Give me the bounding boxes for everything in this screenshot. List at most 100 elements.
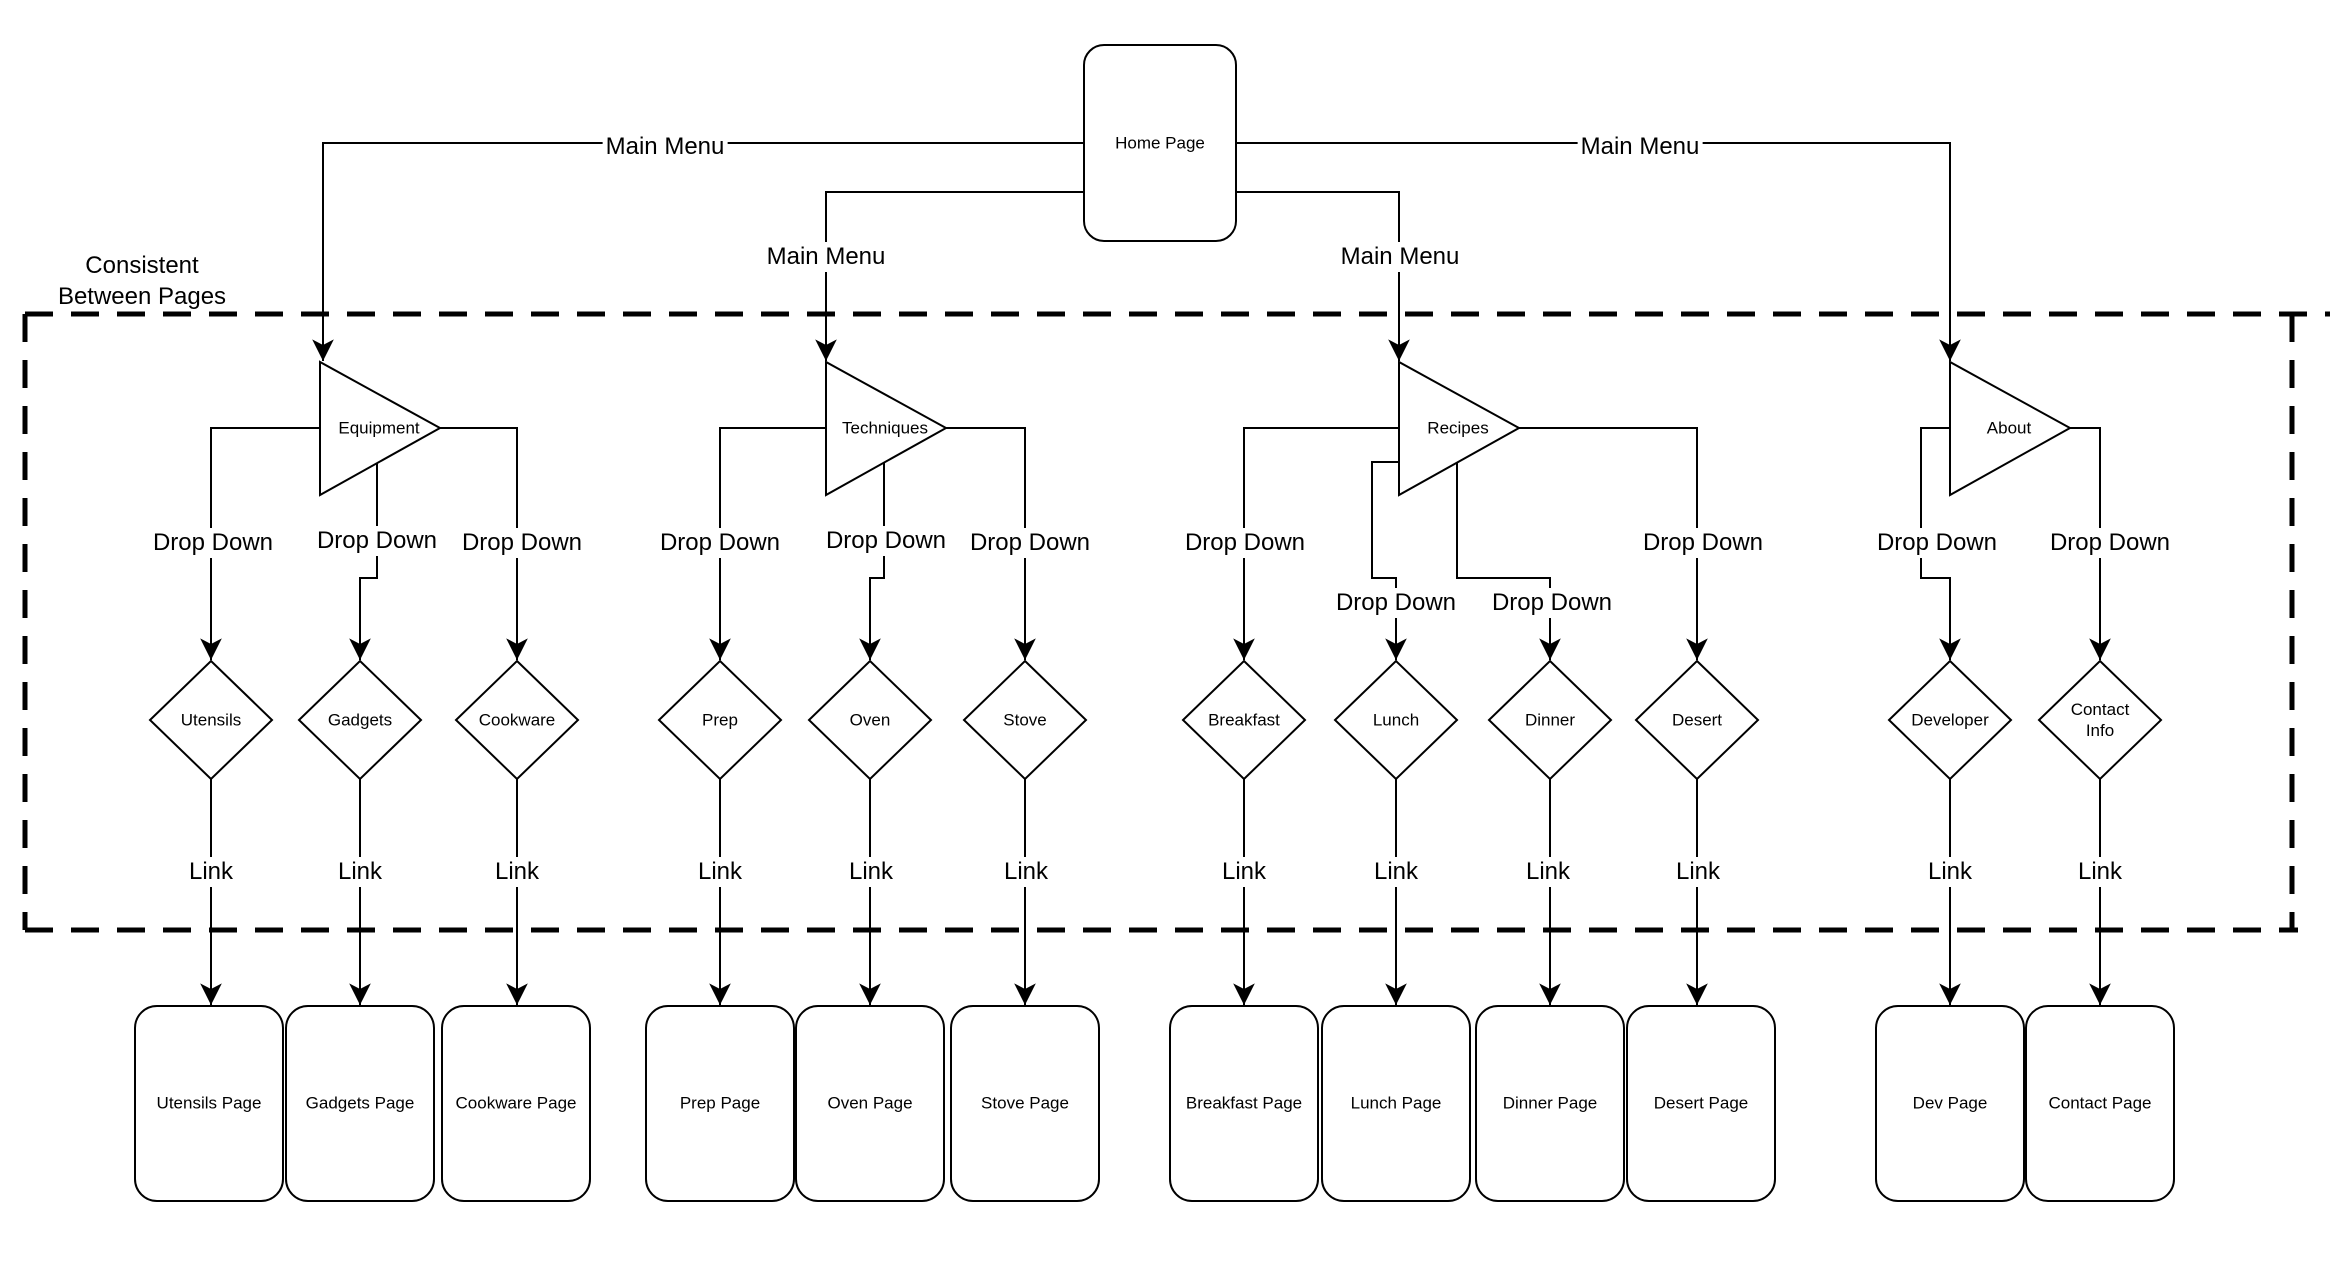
page-box-prep: [645, 1005, 795, 1202]
edge-label-dropdown-dinner: Drop Down: [1488, 588, 1616, 618]
page-box-breakfast: [1169, 1005, 1319, 1202]
edge-label-dropdown-gadgets: Drop Down: [313, 526, 441, 556]
page-label-cookware: Cookware Page: [455, 1093, 577, 1113]
edge-label-dropdown-developer: Drop Down: [1873, 528, 2001, 558]
edge-label-link-stove: Link: [1000, 857, 1052, 887]
menu-triangle-equipment: [319, 360, 443, 497]
menu-label-techniques: Techniques: [841, 418, 929, 438]
edge-dropdown-lunch: [1371, 461, 1407, 660]
edge-label-main-menu-techniques: Main Menu: [763, 242, 889, 272]
edge-dropdown-stove: [946, 427, 1036, 660]
page-label-dev: Dev Page: [1912, 1093, 1988, 1113]
edge-label-dropdown-utensils: Drop Down: [149, 528, 277, 558]
page-label-breakfast: Breakfast Page: [1185, 1093, 1303, 1113]
edge-label-dropdown-stove: Drop Down: [966, 528, 1094, 558]
edge-label-link-utensils: Link: [185, 857, 237, 887]
edge-label-main-menu-recipes: Main Menu: [1337, 242, 1463, 272]
page-label-utensils: Utensils Page: [156, 1093, 262, 1113]
dropdown-diamond-breakfast: [1181, 659, 1307, 781]
page-label-dinner: Dinner Page: [1502, 1093, 1598, 1113]
edge-label-link-cookware: Link: [491, 857, 543, 887]
menu-label-recipes: Recipes: [1427, 418, 1489, 438]
dropdown-diamond-lunch: [1333, 659, 1459, 781]
home-page-label: Home Page: [1115, 133, 1205, 153]
menu-triangle-techniques: [825, 360, 949, 497]
dropdown-diamond-oven: [807, 659, 933, 781]
page-label-stove: Stove Page: [981, 1093, 1069, 1113]
edge-dropdown-desert: [1519, 427, 1708, 660]
edge-dropdown-utensils: [200, 427, 320, 660]
page-label-oven: Oven Page: [827, 1093, 913, 1113]
dropdown-diamond-gadgets: [297, 659, 423, 781]
dropdown-diamond-dinner: [1487, 659, 1613, 781]
edge-label-link-contact: Link: [2074, 857, 2126, 887]
edge-label-main-menu-equipment: Main Menu: [602, 132, 728, 162]
page-box-gadgets: [285, 1005, 435, 1202]
page-box-cookware: [441, 1005, 591, 1202]
edge-dropdown-prep: [709, 427, 826, 660]
edges: [200, 142, 2111, 1005]
edge-dropdown-oven: [859, 462, 885, 660]
edge-dropdown-developer: [1920, 427, 1961, 660]
diamond-label-lunch: Lunch: [1372, 710, 1420, 730]
dropdown-diamond-cookware: [454, 659, 580, 781]
consistent-region-border: [22, 311, 2330, 933]
edge-label-link-breakfast: Link: [1218, 857, 1270, 887]
edge-label-dropdown-desert: Drop Down: [1639, 528, 1767, 558]
diamond-label-oven: Oven: [849, 710, 891, 730]
diamond-label-stove: Stove: [1003, 710, 1047, 730]
page-box-lunch: [1321, 1005, 1471, 1202]
edge-dropdown-breakfast: [1233, 427, 1399, 660]
edge-dropdown-gadgets: [349, 462, 378, 660]
edge-mainmenu-recipes: [1236, 191, 1410, 361]
diamond-label-breakfast: Breakfast: [1208, 710, 1280, 730]
diamond-label-utensils: Utensils: [180, 710, 242, 730]
edge-label-link-oven: Link: [845, 857, 897, 887]
edge-label-dropdown-contact: Drop Down: [2046, 528, 2174, 558]
edge-label-main-menu-about: Main Menu: [1577, 132, 1703, 162]
edge-mainmenu-about: [1236, 142, 1961, 361]
edge-dropdown-contact: [2070, 427, 2111, 660]
menu-label-equipment: Equipment: [338, 418, 420, 438]
note-line-1: Consistent: [85, 251, 199, 279]
diamond-label-gadgets: Gadgets: [327, 710, 393, 730]
page-box-contact: [2025, 1005, 2175, 1202]
diamond-label-prep: Prep: [702, 710, 738, 730]
edge-label-link-lunch: Link: [1370, 857, 1422, 887]
edge-mainmenu-equipment: [312, 142, 1084, 361]
edge-label-dropdown-breakfast: Drop Down: [1181, 528, 1309, 558]
consistent-region-note: Consistent Between Pages: [58, 250, 226, 312]
page-label-desert: Desert Page: [1653, 1093, 1749, 1113]
edge-label-dropdown-cookware: Drop Down: [458, 528, 586, 558]
page-box-dev: [1875, 1005, 2025, 1202]
edge-label-link-desert: Link: [1672, 857, 1724, 887]
page-box-dinner: [1475, 1005, 1625, 1202]
diamond-label-desert: Desert: [1671, 710, 1723, 730]
home-page-node: [1083, 44, 1237, 242]
dropdown-diamond-utensils: [148, 659, 274, 781]
edge-label-link-gadgets: Link: [334, 857, 386, 887]
edge-label-dropdown-lunch: Drop Down: [1332, 588, 1460, 618]
edge-label-link-dinner: Link: [1522, 857, 1574, 887]
edge-label-link-developer: Link: [1924, 857, 1976, 887]
note-line-2: Between Pages: [57, 283, 227, 310]
page-label-prep: Prep Page: [679, 1093, 761, 1113]
page-label-contact: Contact Page: [2048, 1093, 2152, 1113]
menu-triangle-about: [1949, 360, 2073, 497]
diamond-label-dinner: Dinner: [1524, 710, 1576, 730]
edge-label-dropdown-oven: Drop Down: [822, 526, 950, 556]
edge-dropdown-cookware: [440, 427, 528, 660]
menu-triangle-recipes: [1398, 360, 1522, 497]
dropdown-diamond-desert: [1634, 659, 1760, 781]
page-box-oven: [795, 1005, 945, 1202]
page-label-lunch: Lunch Page: [1350, 1093, 1442, 1113]
dropdown-diamond-developer: [1887, 659, 2013, 781]
page-box-utensils: [134, 1005, 284, 1202]
page-box-stove: [950, 1005, 1100, 1202]
edge-label-link-prep: Link: [694, 857, 746, 887]
dropdown-diamond-contact-info: [2037, 659, 2163, 781]
diamond-label-contact-info: Contact Info: [2070, 699, 2130, 740]
edge-label-dropdown-prep: Drop Down: [656, 528, 784, 558]
